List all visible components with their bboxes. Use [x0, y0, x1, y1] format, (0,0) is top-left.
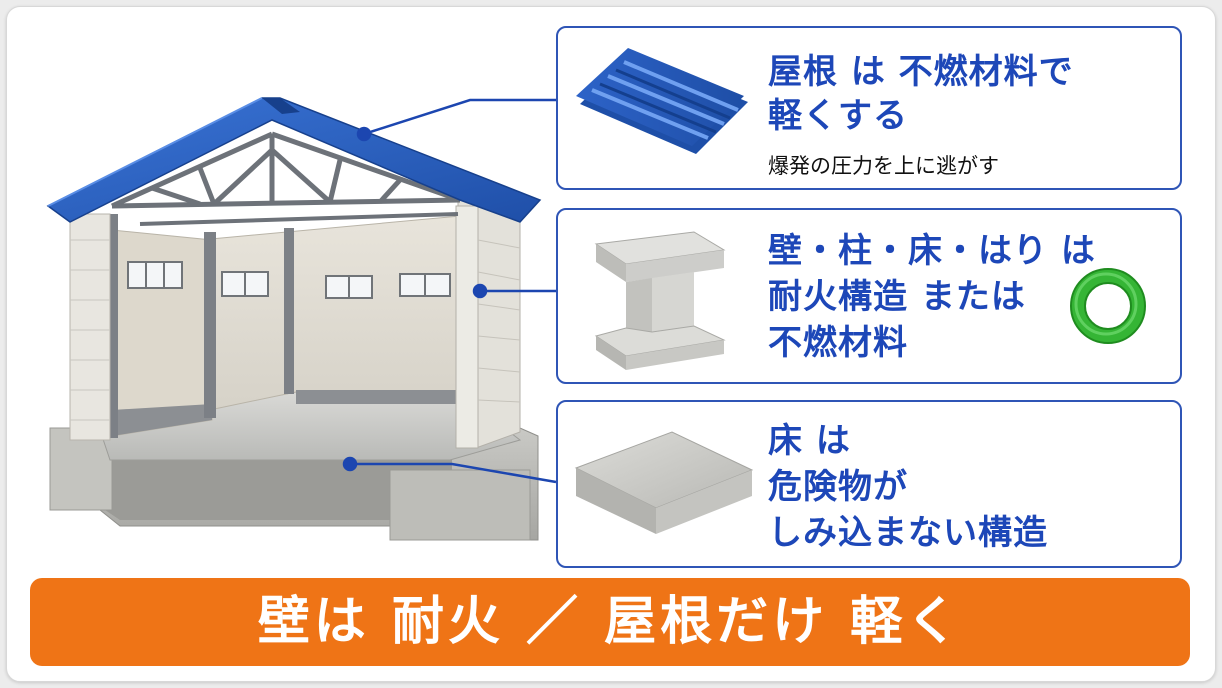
structure-info-card: 壁・柱・床・はり は 耐火構造 または 不燃材料 ○ [556, 208, 1182, 384]
floor-card-title-line-1: 床 は [768, 421, 851, 461]
structure-card-title-line-2: 耐火構造 または [768, 277, 1026, 317]
floor-card-title: 床 は 危険物が しみ込まない構造 [768, 418, 1048, 556]
ok-mark-symbol: ○ [1148, 266, 1149, 267]
roof-truss [110, 131, 461, 226]
floor-info-card: 床 は 危険物が しみ込まない構造 [556, 400, 1182, 568]
floor-card-title-line-2: 危険物が [768, 467, 908, 507]
roof-card-title-line-2: 軽くする [768, 96, 908, 136]
structure-card-title-line-1: 壁・柱・床・はり は [768, 231, 1096, 271]
ok-mark: ○ [1068, 266, 1148, 346]
green-circle-ok-icon [1070, 268, 1146, 344]
concrete-slab-icon [574, 431, 754, 534]
summary-banner: 壁は 耐火 ／ 屋根だけ 軽く [30, 578, 1190, 666]
roof-card-note: 爆発の圧力を上に逃がす [768, 154, 999, 178]
corrugated-roof-panel-icon [576, 48, 748, 154]
roof-card-title: 屋根 は 不燃材料で 軽くする [768, 50, 1074, 138]
structure-card-title-line-3: 不燃材料 [768, 323, 908, 363]
structure-card-title: 壁・柱・床・はり は 耐火構造 または 不燃材料 [768, 228, 1096, 366]
i-beam-column-icon [594, 231, 726, 370]
right-masonry-wall [455, 197, 521, 449]
roof-card-title-line-1: 屋根 は 不燃材料で [768, 52, 1074, 92]
left-masonry-wall [69, 213, 111, 441]
floor-card-title-line-3: しみ込まない構造 [768, 513, 1048, 553]
blue-roof [46, 97, 542, 223]
connector-lines [342, 98, 557, 484]
windows [127, 261, 451, 299]
roof-info-card: 屋根 は 不燃材料で 軽くする 爆発の圧力を上に逃がす [556, 26, 1182, 190]
